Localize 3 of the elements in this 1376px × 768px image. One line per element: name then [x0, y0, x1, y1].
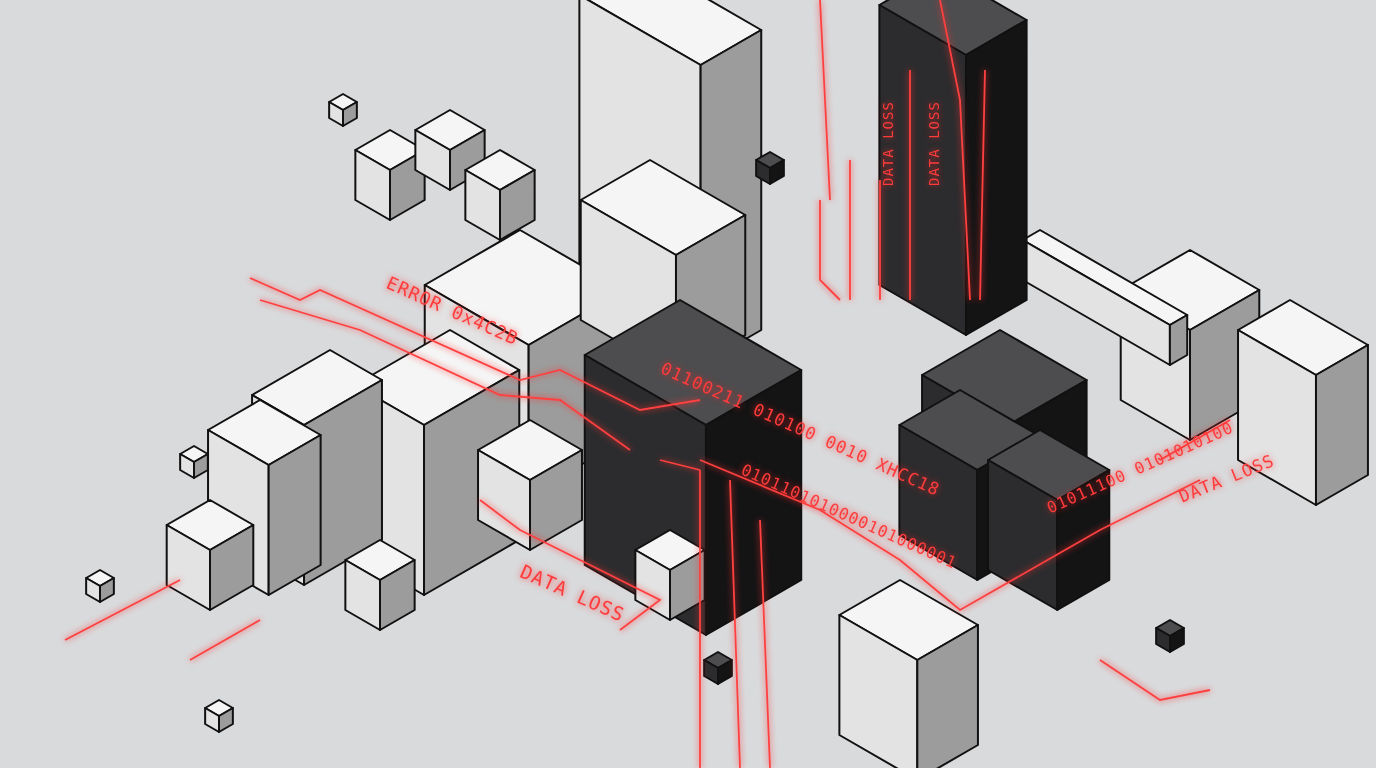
error-text: DATA LOSS	[517, 560, 629, 626]
error-text: DATA LOSS	[880, 101, 896, 186]
error-text: DATA LOSS	[926, 101, 942, 186]
